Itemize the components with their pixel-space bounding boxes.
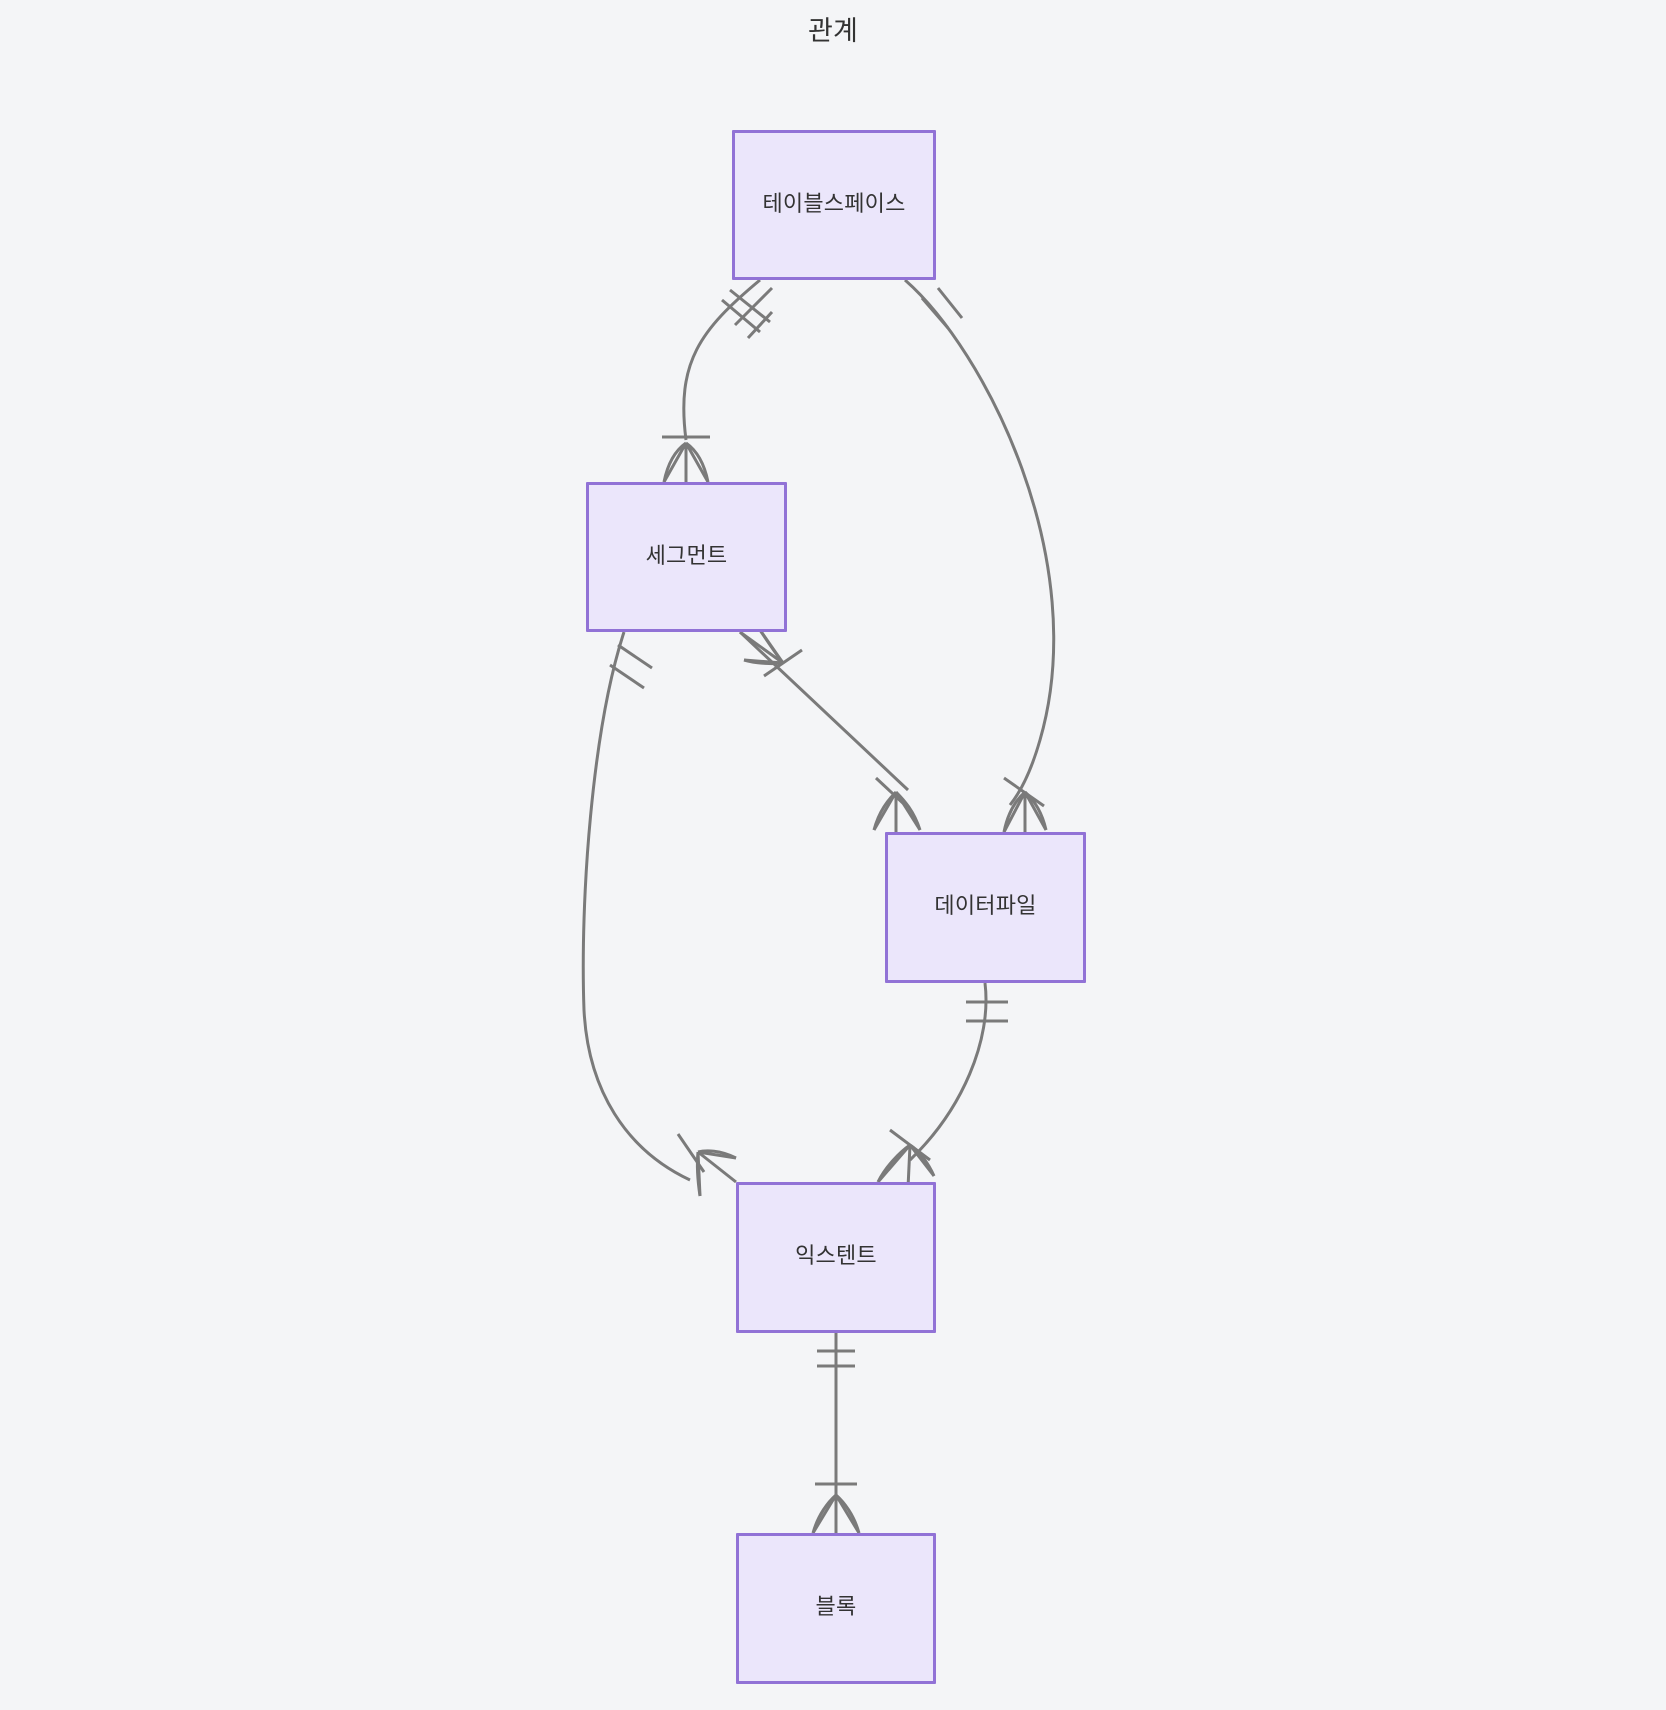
relationship-line [908,982,988,1162]
relationship-datafile-extent [876,982,1008,1189]
entity-extent[interactable]: 익스텐트 [736,1182,936,1333]
diagram-title: 관계 [807,16,859,47]
cardinality-mark-one-or-many [662,435,710,483]
entity-label: 테이블스페이스 [762,191,906,217]
cardinality-mark-one-or-many [872,776,922,832]
cardinality-mark-exactly-one [920,287,964,329]
relationship-tablespace-datafile [904,278,1056,833]
cardinality-mark-one-or-many [739,629,803,678]
entity-label: 블록 [815,1595,857,1621]
cardinality-mark-one-or-many [876,1128,936,1189]
entity-tablespace[interactable]: 테이블스페이스 [732,130,936,280]
entity-datafile[interactable]: 데이터파일 [885,832,1086,983]
cardinality-mark-one-or-many [1002,776,1048,833]
cardinality-mark-one-or-many [676,1133,737,1197]
relationship-line [738,630,910,792]
relationship-extent-block [811,1333,861,1534]
cardinality-mark-exactly-one [966,1000,1008,1023]
relationship-segment-datafile [738,629,922,832]
relationship-tablespace-segment [662,278,774,483]
cardinality-mark-exactly-one [817,1349,855,1368]
entity-label: 세그먼트 [645,543,728,569]
entity-block[interactable]: 블록 [736,1533,936,1684]
entity-segment[interactable]: 세그먼트 [586,482,787,632]
cardinality-mark-exactly-one [609,643,653,690]
cardinality-mark-zero-or-many [721,286,774,340]
cardinality-mark-one-or-many [811,1482,861,1534]
entity-label: 데이터파일 [934,894,1037,920]
entity-label: 익스텐트 [795,1244,877,1270]
relationship-line [904,278,1056,806]
relationship-line [581,631,691,1182]
relationship-segment-extent [581,631,737,1197]
